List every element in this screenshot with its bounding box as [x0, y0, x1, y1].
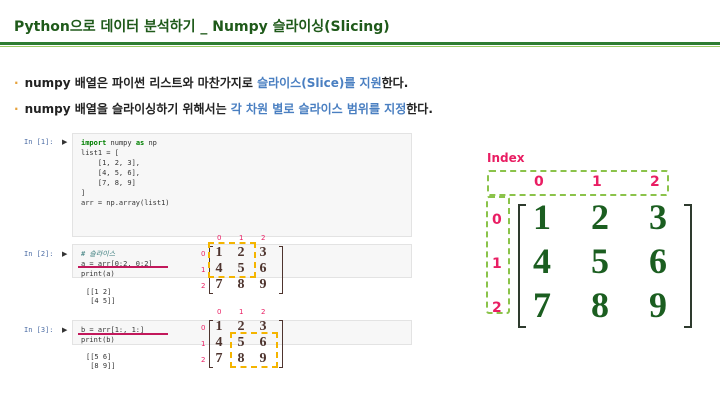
row-index: 0 — [492, 212, 502, 228]
matrix-cell: 4 — [215, 261, 223, 276]
code-line: ] — [81, 189, 86, 197]
bullet-dot-icon: · — [14, 102, 19, 116]
index-label: Index — [487, 151, 525, 165]
slice-highlight-box — [230, 332, 278, 368]
row-index: 2 — [201, 356, 206, 364]
matrix-cell: 9 — [259, 277, 267, 292]
matrix-cell: 8 — [237, 277, 245, 292]
code-line: [4, 5, 6], — [81, 169, 141, 177]
code-cell-3[interactable]: b = arr[1:, 1:] print(b) — [72, 320, 412, 345]
matrix-cell: 6 — [259, 335, 267, 350]
matrix-cell: 2 — [237, 245, 245, 260]
matrix-bracket-left — [209, 320, 213, 368]
matrix-cell: 3 — [259, 319, 267, 334]
matrix-cell: 8 — [591, 285, 609, 325]
matrix-cell: 9 — [259, 351, 267, 366]
row-index: 1 — [201, 340, 206, 348]
matrix-cell: 6 — [649, 241, 667, 281]
bullet-1-suffix: 한다. — [381, 76, 409, 90]
matrix-bracket-right — [279, 320, 283, 368]
col-index: 1 — [592, 174, 602, 190]
code-line: [7, 8, 9] — [81, 179, 136, 187]
col-index: 0 — [217, 234, 222, 242]
col-index: 1 — [239, 234, 244, 242]
matrix-cell: 9 — [649, 285, 667, 325]
run-icon[interactable]: ▶ — [62, 250, 68, 258]
row-index: 1 — [201, 266, 206, 274]
matrix-cell: 5 — [237, 335, 245, 350]
code-line: arr = np.array(list1) — [81, 199, 170, 207]
matrix-cell: 7 — [215, 351, 223, 366]
cell-3-output: [[5 6] [8 9]] — [86, 353, 116, 370]
code-line: print(b) — [81, 336, 115, 344]
title-rule-thin — [0, 46, 720, 47]
column-index-box — [487, 170, 669, 196]
bullet-2-suffix: 한다. — [406, 102, 433, 116]
matrix-cell: 1 — [215, 245, 223, 260]
bullet-2-text: numpy 배열을 슬라이싱하기 위해서는 — [24, 102, 231, 116]
cell-3-prompt: In [3]: — [24, 326, 54, 334]
row-index: 1 — [492, 256, 502, 272]
code-line: list1 = [ — [81, 149, 119, 157]
bullet-1-highlight: 슬라이스(Slice)를 지원 — [257, 76, 382, 90]
bullet-1: · numpy 배열은 파이썬 리스트와 마찬가지로 슬라이스(Slice)를 지… — [14, 74, 408, 91]
col-index: 0 — [534, 174, 544, 190]
matrix-cell: 4 — [215, 335, 223, 350]
code-underline — [78, 333, 168, 335]
row-index: 2 — [492, 300, 502, 316]
cell-2-output: [[1 2] [4 5]] — [86, 288, 116, 305]
matrix-bracket-right — [279, 246, 283, 294]
code-line: import numpy as np — [81, 139, 157, 147]
bullet-2: · numpy 배열을 슬라이싱하기 위해서는 각 차원 별로 슬라이스 범위를 … — [14, 100, 433, 117]
matrix-cell: 2 — [237, 319, 245, 334]
matrix-cell: 5 — [237, 261, 245, 276]
col-index: 0 — [217, 308, 222, 316]
code-line: [1, 2, 3], — [81, 159, 141, 167]
bullet-dot-icon: · — [14, 76, 19, 90]
run-icon[interactable]: ▶ — [62, 326, 68, 334]
matrix-bracket-left — [518, 204, 526, 328]
row-index: 0 — [201, 250, 206, 258]
code-underline — [78, 266, 168, 268]
cell-2-prompt: In [2]: — [24, 250, 54, 258]
matrix-cell: 6 — [259, 261, 267, 276]
code-line: a = arr[0:2, 0:2] — [81, 260, 153, 268]
matrix-cell: 4 — [533, 241, 551, 281]
cell-1-prompt: In [1]: — [24, 138, 54, 146]
row-index: 0 — [201, 324, 206, 332]
matrix-bracket-right — [684, 204, 692, 328]
row-index-box — [486, 196, 510, 314]
slide-title: Python으로 데이터 분석하기 _ Numpy 슬라이싱(Slicing) — [14, 19, 390, 35]
col-index: 2 — [650, 174, 660, 190]
slice-highlight-box — [208, 242, 256, 278]
code-comment: # 슬라이스 — [81, 250, 116, 258]
row-index: 2 — [201, 282, 206, 290]
run-icon[interactable]: ▶ — [62, 138, 68, 146]
matrix-cell: 2 — [591, 197, 609, 237]
code-cell-2[interactable]: # 슬라이스 a = arr[0:2, 0:2] print(a) — [72, 244, 412, 278]
title-rule — [0, 42, 720, 45]
matrix-cell: 1 — [533, 197, 551, 237]
code-line: print(a) — [81, 270, 115, 278]
matrix-cell: 3 — [259, 245, 267, 260]
code-line: b = arr[1:, 1:] — [81, 326, 145, 334]
matrix-cell: 3 — [649, 197, 667, 237]
bullet-2-highlight: 각 차원 별로 슬라이스 범위를 지정 — [230, 102, 407, 116]
col-index: 2 — [261, 234, 266, 242]
matrix-cell: 5 — [591, 241, 609, 281]
col-index: 1 — [239, 308, 244, 316]
matrix-cell: 1 — [215, 319, 223, 334]
matrix-cell: 7 — [533, 285, 551, 325]
code-cell-1[interactable]: import numpy as np list1 = [ [1, 2, 3], [… — [72, 133, 412, 237]
matrix-cell: 8 — [237, 351, 245, 366]
col-index: 2 — [261, 308, 266, 316]
matrix-cell: 7 — [215, 277, 223, 292]
bullet-1-text: numpy 배열은 파이썬 리스트와 마찬가지로 — [24, 76, 258, 90]
